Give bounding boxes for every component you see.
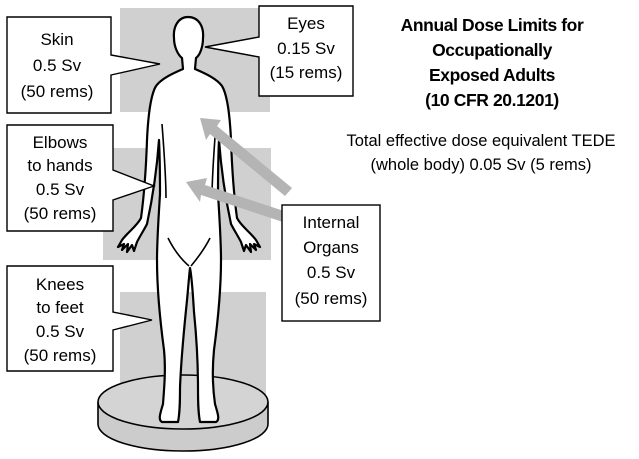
skin-callout-line-3: (50 rems) <box>21 82 94 101</box>
internal-organs-callout: Internal Organs 0.5 Sv (50 rems) <box>282 205 380 321</box>
title-line-4: (10 CFR 20.1201) <box>425 90 559 110</box>
diagram-title: Annual Dose Limits for Occupationally Ex… <box>401 15 584 110</box>
title-line-2: Occupationally <box>432 40 553 60</box>
eyes-callout-line-1: Eyes <box>287 14 325 33</box>
elbows-callout-line-1: Elbows <box>33 133 88 152</box>
internal-callout-line-2: Organs <box>303 238 359 257</box>
skin-callout-line-1: Skin <box>40 30 73 49</box>
elbows-callout-line-4: (50 rems) <box>24 204 97 223</box>
skin-callout-line-2: 0.5 Sv <box>33 56 82 75</box>
knees-callout-line-3: 0.5 Sv <box>36 322 85 341</box>
knees-callout-line-4: (50 rems) <box>24 346 97 365</box>
pedestal <box>98 375 268 451</box>
tede-line-2: (whole body) 0.05 Sv (5 rems) <box>370 156 591 174</box>
eyes-callout-line-2: 0.15 Sv <box>277 39 335 58</box>
tede-note: Total effective dose equivalent TEDE (wh… <box>346 132 615 174</box>
internal-callout-line-4: (50 rems) <box>295 289 368 308</box>
title-line-1: Annual Dose Limits for <box>401 15 584 35</box>
title-line-3: Exposed Adults <box>429 65 556 85</box>
elbows-callout-line-2: to hands <box>27 156 92 175</box>
elbows-callout-line-3: 0.5 Sv <box>36 180 85 199</box>
internal-callout-line-1: Internal <box>303 213 360 232</box>
knees-callout-line-2: to feet <box>36 298 84 317</box>
knees-callout-line-1: Knees <box>36 275 84 294</box>
eyes-callout-line-3: (15 rems) <box>270 63 343 82</box>
internal-callout-line-3: 0.5 Sv <box>307 263 356 282</box>
tede-line-1: Total effective dose equivalent TEDE <box>346 132 615 150</box>
